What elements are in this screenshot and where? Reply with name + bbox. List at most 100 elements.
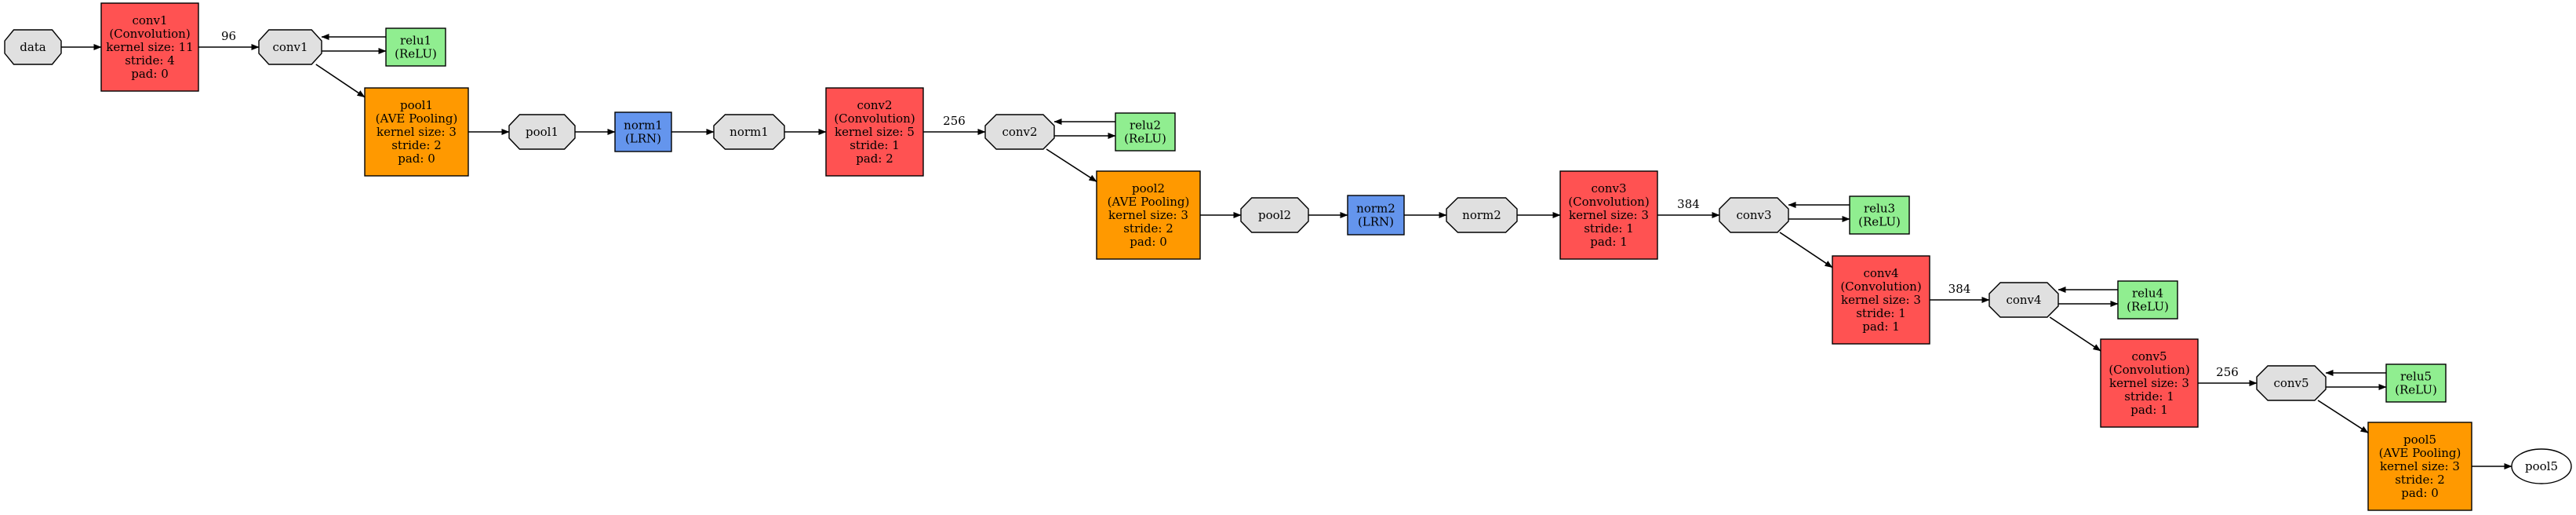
pool2-label-line: kernel size: 3 [1108,208,1188,222]
norm2-box [1347,195,1405,236]
pool2-label-line: pad: 0 [1130,235,1167,249]
relu1-label-line: relu1 [400,34,431,48]
pool5-box [2367,422,2472,511]
edge-b_conv5-to-pool5 [2317,400,2369,434]
blob-conv5: conv5 [2256,365,2327,401]
layer-relu2: relu2(ReLU) [1115,112,1176,152]
pool1-label-line: pool1 [400,98,433,112]
conv1-label-line: (Convolution) [109,27,190,41]
pool5-label-line: stride: 2 [2395,473,2445,487]
norm2-label-line: norm2 [1356,202,1395,216]
conv5-label-line: stride: 1 [2124,389,2174,404]
layer-relu5: relu5(ReLU) [2385,363,2447,403]
blob-pool1-label: pool1 [526,125,558,139]
blob-conv4-shape [1988,282,2059,318]
layer-conv4: conv4(Convolution)kernel size: 3stride: … [1832,255,1930,345]
relu5-box [2385,363,2447,403]
blob-data-shape [4,29,62,65]
pool2-label-line: stride: 2 [1123,221,1173,236]
relu1-box [385,27,446,67]
blob-conv3-shape [1719,197,1789,233]
conv2-box [825,87,924,177]
conv3-label-line: stride: 1 [1584,221,1634,236]
layer-norm2: norm2(LRN) [1347,195,1405,236]
conv2-label-line: pad: 2 [856,152,893,166]
relu4-label-line: relu4 [2132,287,2163,301]
relu3-label-line: relu3 [1864,202,1895,216]
blob-conv5-shape [2256,365,2327,401]
blob-conv3: conv3 [1719,197,1789,233]
layer-conv3: conv3(Convolution)kernel size: 3stride: … [1559,170,1658,260]
blob-data-label: data [20,40,46,54]
conv4-label-line: conv4 [1863,266,1898,280]
layer-conv5: conv5(Convolution)kernel size: 3stride: … [2100,338,2199,428]
conv5-label-line: (Convolution) [2108,363,2189,377]
blob-norm2-shape [1446,197,1518,233]
pool1-label-line: pad: 0 [398,152,435,166]
blob-pool1-shape [508,114,576,150]
blob-conv3-label: conv3 [1736,208,1771,222]
relu2-label-line: (ReLU) [1124,132,1166,146]
conv5-label-line: pad: 1 [2130,403,2168,417]
relu5-label-line: relu5 [2400,370,2432,384]
blob-pool2-label: pool2 [1258,208,1291,222]
conv1-label-line: pad: 0 [131,67,169,81]
relu5-label-line: (ReLU) [2395,383,2437,397]
edge-b_conv2-to-pool2 [1046,148,1097,183]
layer-relu4: relu4(ReLU) [2117,280,2178,320]
blob-conv4: conv4 [1988,282,2059,318]
relu4-box [2117,280,2178,320]
conv4-box [1832,255,1930,345]
conv3-label-line: conv3 [1591,181,1626,195]
conv5-label-line: conv5 [2131,349,2167,363]
blob-norm2-label: norm2 [1462,208,1501,222]
edge-b_conv3-to-conv4 [1779,232,1833,268]
blob-conv5-label: conv5 [2273,376,2309,390]
blob-pool5: pool5 [2511,448,2572,484]
blob-conv2-label: conv2 [1002,125,1037,139]
layer-relu3: relu3(ReLU) [1849,195,1910,235]
layer-relu1: relu1(ReLU) [385,27,446,67]
blob-norm1-shape [713,114,785,150]
pool2-label-line: (AVE Pooling) [1108,195,1190,209]
pool1-label-line: stride: 2 [391,138,442,152]
norm1-box [614,111,672,152]
norm1-label-line: (LRN) [625,132,661,146]
layer-pool1: pool1(AVE Pooling)kernel size: 3stride: … [364,87,469,177]
layer-conv2: conv2(Convolution)kernel size: 5stride: … [825,87,924,177]
edge-label: 384 [1948,282,1971,296]
blob-norm1-label: norm1 [730,125,769,139]
relu2-box [1115,112,1176,152]
edge-label: 256 [943,114,966,128]
relu1-label-line: (ReLU) [395,47,437,61]
blob-pool1: pool1 [508,114,576,150]
pool5-label-line: pad: 0 [2401,486,2439,500]
blob-data: data [4,29,62,65]
conv1-box [100,2,199,92]
blob-pool5-shape [2511,448,2572,484]
conv4-label-line: kernel size: 3 [1841,293,1921,307]
layer-norm1: norm1(LRN) [614,111,672,152]
blob-pool2-shape [1240,197,1309,233]
pool5-label-line: pool5 [2403,433,2436,447]
conv2-label-line: stride: 1 [850,138,900,152]
nodes-layer: conv1(Convolution)kernel size: 11stride:… [4,2,2572,511]
relu3-label-line: (ReLU) [1858,215,1901,229]
pool1-box [364,87,469,177]
layer-pool5: pool5(AVE Pooling)kernel size: 3stride: … [2367,422,2472,511]
conv4-label-line: pad: 1 [1862,320,1900,334]
relu4-label-line: (ReLU) [2127,300,2169,314]
conv5-label-line: kernel size: 3 [2109,376,2189,390]
blob-pool5-label: pool5 [2525,459,2558,473]
norm2-label-line: (LRN) [1358,215,1394,229]
pool5-label-line: (AVE Pooling) [2379,446,2461,460]
conv4-label-line: stride: 1 [1856,306,1906,320]
blob-conv4-label: conv4 [2006,293,2041,307]
blob-norm1: norm1 [713,114,785,150]
blob-norm2: norm2 [1446,197,1518,233]
conv1-label-line: kernel size: 11 [106,40,193,54]
layer-pool2: pool2(AVE Pooling)kernel size: 3stride: … [1096,170,1201,260]
pool2-box [1096,170,1201,260]
pool1-label-line: kernel size: 3 [377,125,457,139]
blob-conv1: conv1 [258,29,322,65]
